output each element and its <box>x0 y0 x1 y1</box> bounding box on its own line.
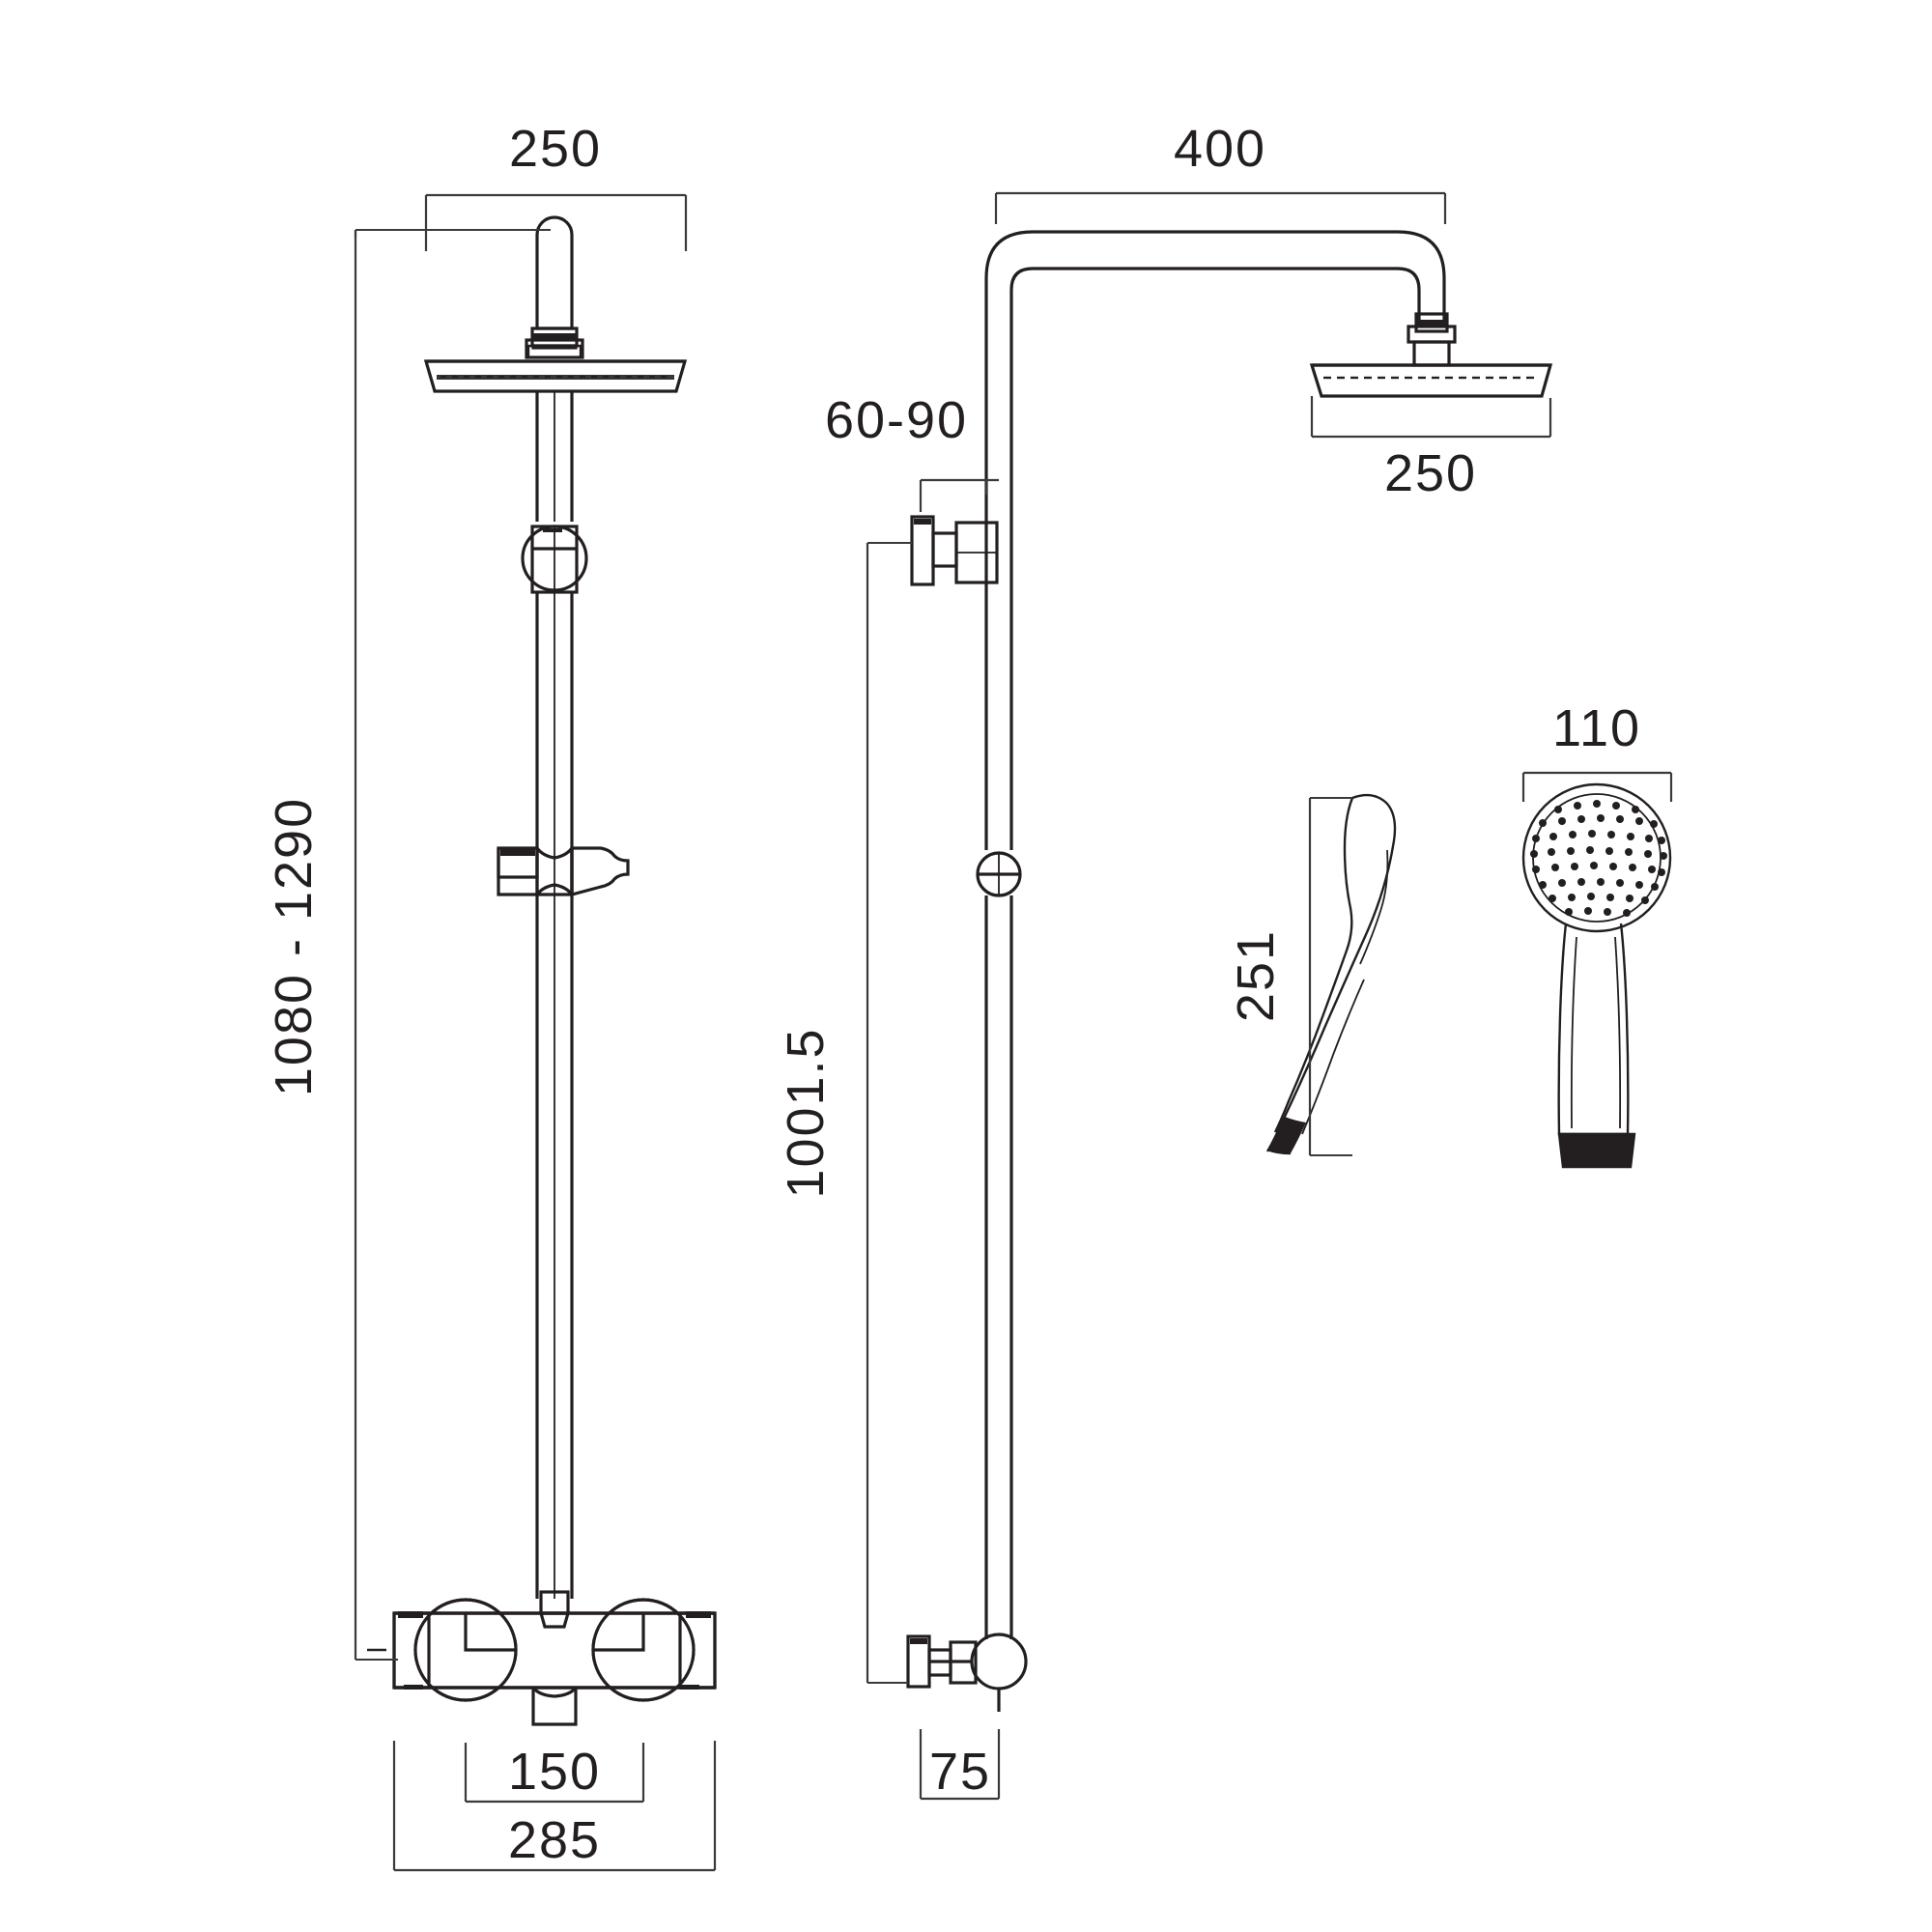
handset-spray-nozzles <box>1530 800 1667 917</box>
side-riser-shaft-upper <box>984 491 1013 850</box>
dim-label-side-wall-offset: 60-90 <box>825 391 968 449</box>
dim-front-inlet-centres: 150 <box>464 1743 645 1804</box>
side-shower-arm <box>984 230 1446 491</box>
front-diverter-joint <box>521 525 588 594</box>
front-head-connector <box>525 327 584 359</box>
handset-side-view <box>1265 793 1397 1155</box>
dim-handset-length: 251 <box>1227 797 1352 1156</box>
dim-side-wall-offset: 60-90 <box>825 391 999 512</box>
side-riser-shaft-main <box>984 895 1013 1623</box>
dim-label-front-body-width: 285 <box>508 1811 601 1869</box>
dim-side-head-depth: 250 <box>1310 396 1552 502</box>
side-diverter-joint <box>976 851 1022 897</box>
dim-front-overall-height: 1080 - 1290 <box>265 230 398 1661</box>
dim-label-handset-length: 251 <box>1227 929 1285 1022</box>
front-handset-holder <box>497 846 630 897</box>
dim-label-side-head-depth: 250 <box>1384 444 1477 502</box>
dim-label-side-valve-depth: 75 <box>929 1743 991 1801</box>
dim-label-handset-head-diameter: 110 <box>1552 699 1641 757</box>
side-head-connector <box>1406 312 1457 367</box>
side-thermostatic-valve <box>906 1623 1028 1712</box>
dim-front-body-width: 285 <box>392 1741 717 1872</box>
front-thermostatic-valve <box>392 1590 717 1726</box>
side-wall-bracket-upper <box>910 515 999 586</box>
front-riser-shaft-upper <box>535 391 574 522</box>
dim-label-side-arm-projection: 400 <box>1174 120 1266 178</box>
side-dimensions: 400 250 60-90 1001.5 <box>777 120 1552 1801</box>
dim-label-front-inlet-centres: 150 <box>508 1743 601 1801</box>
side-overhead-shower <box>1309 363 1553 398</box>
dim-front-head-width: 250 <box>424 120 688 251</box>
side-elevation-view <box>906 230 1553 1712</box>
front-overhead-shower <box>423 359 688 393</box>
front-riser-shaft-main <box>535 592 574 1599</box>
dim-side-arm-projection: 400 <box>994 120 1447 224</box>
dim-side-valve-depth: 75 <box>919 1729 1001 1801</box>
handset-front-view <box>1521 782 1672 1169</box>
dim-label-front-overall-height: 1080 - 1290 <box>265 797 323 1096</box>
front-riser-upper <box>535 215 574 330</box>
dim-label-side-riser-height: 1001.5 <box>777 1027 835 1198</box>
front-elevation-view <box>367 215 717 1726</box>
front-dimensions: 250 1080 - 1290 150 <box>265 120 717 1872</box>
dim-side-riser-height: 1001.5 <box>777 542 912 1684</box>
dim-handset-head-diameter: 110 <box>1521 699 1673 802</box>
dim-label-front-head-width: 250 <box>509 120 602 178</box>
